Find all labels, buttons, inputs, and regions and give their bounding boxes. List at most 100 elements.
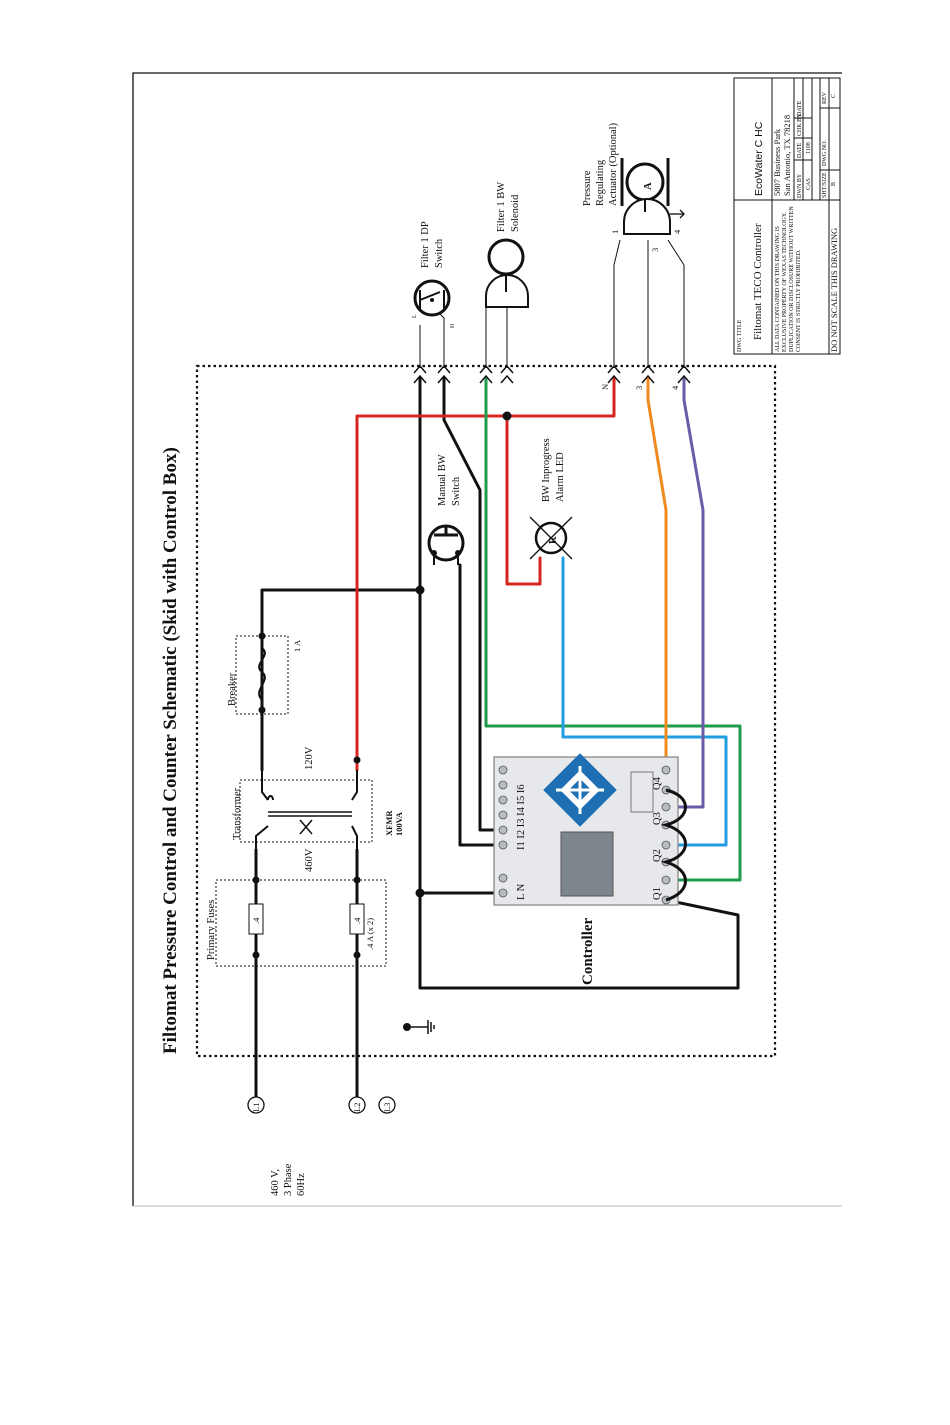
alarm-led-label-2: Alarm LED <box>555 452 566 502</box>
connector-chevron <box>607 374 621 384</box>
junction-dots <box>252 411 512 959</box>
connector-chevron <box>500 364 514 374</box>
connector-chevron <box>677 364 691 374</box>
manual-bw-switch-icon <box>427 524 465 565</box>
wire-solenoid <box>484 376 742 882</box>
wire-actuator-pin1 <box>613 239 621 368</box>
actuator-pin-1: 1 <box>610 230 620 234</box>
tb-dwn-date-value: 1108 <box>806 142 812 154</box>
tb-dwg-title-label: DWG TITLE <box>737 319 743 352</box>
title-block <box>733 77 841 355</box>
breaker-box <box>235 635 289 715</box>
connector-label-n: N <box>600 384 610 390</box>
transformer-box <box>239 779 373 843</box>
tb-notice-2: EXCLUSIVE PROPERTY OF WEXAS TECHNOLOGY. <box>782 212 788 352</box>
connector-label-4: 4 <box>670 385 680 390</box>
connector-chevron <box>479 364 493 374</box>
breaker-label: Breaker <box>227 672 238 706</box>
terminal-l2-label: L2 <box>352 1103 362 1112</box>
wire-alarm-led <box>561 556 728 847</box>
alarm-led-letter: R <box>548 536 559 544</box>
dp-switch-h: H <box>450 323 456 328</box>
control-box-boundary <box>195 364 777 1058</box>
wire-actuator-3 <box>646 376 668 772</box>
pressure-actuator-icon <box>620 158 685 235</box>
tb-sheet-size: SHT/SIZE <box>822 172 828 198</box>
transformer-secondary-voltage: 120V <box>304 746 315 770</box>
tb-notice-4: CONSENT IS STRICTLY PROHIBITED. <box>796 249 802 352</box>
connector-chevron <box>437 374 451 384</box>
tb-dwg-title: Filtomat TECO Controller <box>752 223 764 340</box>
controller-input-terminals <box>498 765 508 898</box>
tb-address-2: San Antonio, TX 78218 <box>782 115 792 196</box>
controller-label: Controller <box>580 917 596 985</box>
tb-dwn-date: DATE <box>797 142 803 158</box>
tb-rev: REV <box>822 91 828 104</box>
primary-fuses-box <box>215 879 387 967</box>
solenoid-label-1: Filter 1 BW <box>496 182 507 232</box>
tb-dwn-value: CAS <box>806 178 812 190</box>
connector-chevron <box>677 374 691 384</box>
connector-chevron <box>413 364 427 374</box>
controller-logo-icon <box>543 753 617 827</box>
manual-bw-label-1: Manual BW <box>437 454 448 506</box>
supply-voltage: 460 V, <box>270 1169 281 1196</box>
tb-dwg-no: DWG NO. <box>822 140 828 166</box>
actuator-letter: A <box>643 182 654 190</box>
tb-rev-value: C <box>831 94 837 98</box>
output-common-jumper <box>660 788 687 902</box>
controller-input-labels: I1 I2 I3 I4 I5 I6 <box>516 784 527 850</box>
transformer-label: Transformer <box>232 787 243 840</box>
tb-address-1: 5807 Business Park <box>772 128 782 196</box>
tb-chk-date: DATE <box>797 100 803 116</box>
dp-switch-label-2: Switch <box>434 238 445 268</box>
alarm-led-icon <box>529 516 573 560</box>
actuator-label-1: Pressure <box>582 170 593 206</box>
controller-ln-label: L N <box>516 883 527 900</box>
wire-neutral-led <box>505 414 542 586</box>
output-q3-label: Q3 <box>652 812 663 825</box>
drawing-title: Filtomat Pressure Control and Counter Sc… <box>160 447 181 1054</box>
transformer-coil-icon <box>255 770 358 850</box>
dp-switch-label-1: Filter 1 DP <box>420 221 431 268</box>
supply-frequency: 60Hz <box>296 1173 307 1196</box>
controller-slot <box>630 771 654 813</box>
actuator-label-2: Regulating <box>595 159 606 206</box>
supply-phase: 3 Phase <box>283 1163 294 1196</box>
tb-chk-by: CHK BY <box>797 113 803 136</box>
fuse-2-value: .4 <box>352 917 362 924</box>
controller: L N I1 I2 I3 I4 I5 I6 Q1 Q2 Q3 Q4 <box>493 753 687 906</box>
fuse-1 <box>248 903 264 935</box>
wire-manual-to-i2 <box>458 563 505 847</box>
fuse-2 <box>349 903 365 935</box>
wire-dp-h <box>435 309 445 368</box>
tb-company: EcoWater C HC <box>753 121 765 196</box>
transformer-rating-1: XFMR <box>384 810 394 836</box>
fuse-rating: .4 A (x 2) <box>365 918 375 950</box>
controller-lcd <box>560 831 614 897</box>
wire-120v-hot <box>260 558 422 772</box>
tb-dwn-by: DWN BY <box>797 173 803 198</box>
drawing-frame <box>132 72 842 1206</box>
breaker-rating: 1 A <box>292 639 302 652</box>
output-q2-label: Q2 <box>652 849 663 862</box>
wire-dp-to-i1 <box>442 376 505 832</box>
actuator-pin-4: 4 <box>672 229 682 234</box>
supply-terminals: L1 L2 L3 <box>247 1096 396 1114</box>
terminal-l3-label: L3 <box>382 1103 392 1112</box>
ground-icon <box>403 1020 435 1034</box>
connector-chevron <box>437 364 451 374</box>
output-q4-label: Q4 <box>652 776 663 790</box>
dp-switch-icon <box>413 279 451 317</box>
connector-chevron <box>413 374 427 384</box>
wire-actuator-pin4 <box>667 239 685 368</box>
wire-hot-q1-common <box>418 588 740 990</box>
wire-actuator-4 <box>664 376 705 809</box>
fuse-1-value: .4 <box>251 917 261 924</box>
connector-chevron <box>607 364 621 374</box>
tb-sheet-value: B <box>831 182 837 186</box>
transformer-primary-voltage: 460V <box>304 848 315 872</box>
actuator-pin-3: 3 <box>650 248 660 252</box>
